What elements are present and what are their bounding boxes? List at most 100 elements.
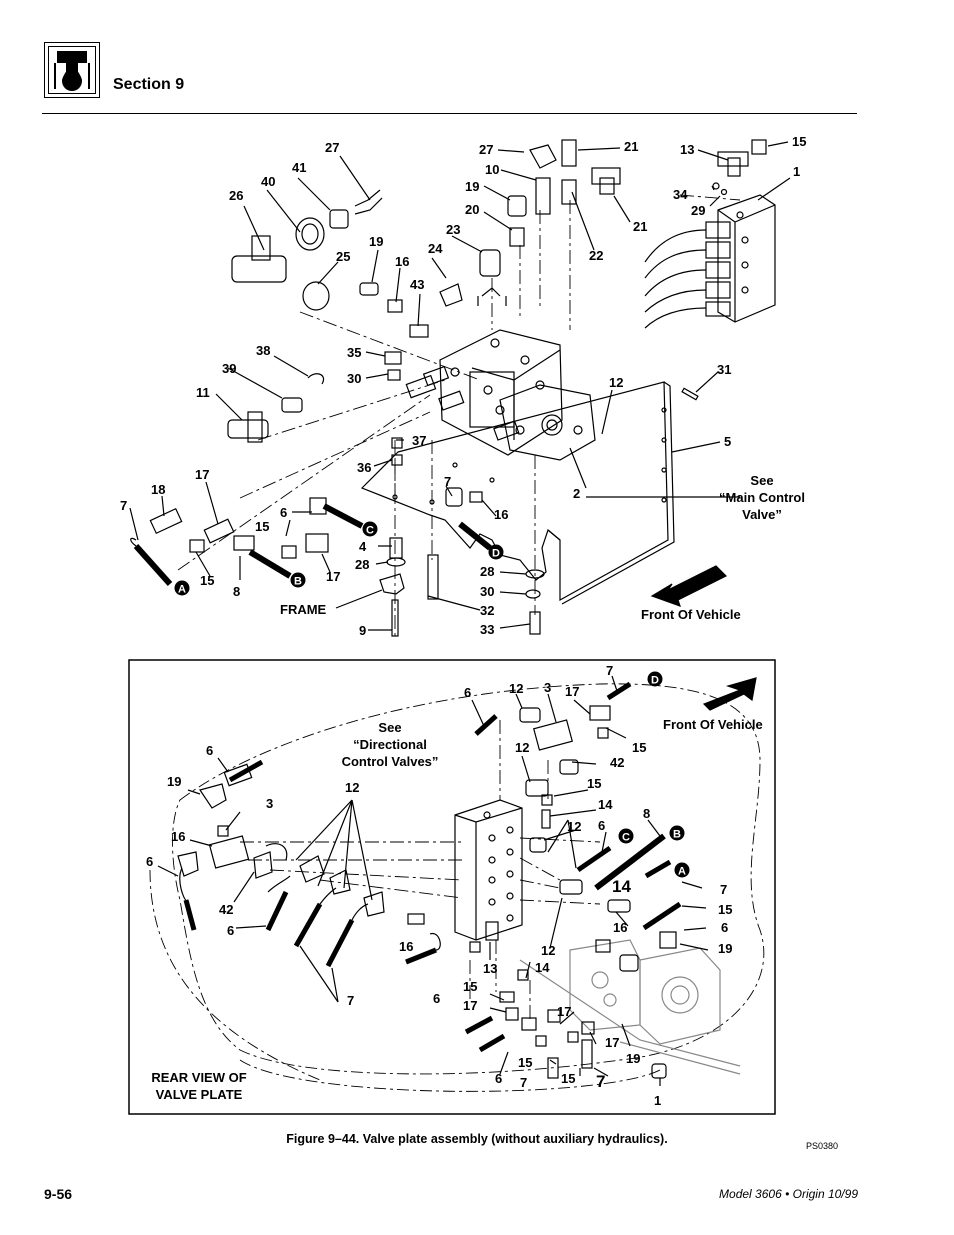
bcallout-17b: 17 <box>463 998 477 1013</box>
top-marker-a: A <box>174 580 190 596</box>
top-main-valve <box>499 384 596 461</box>
callout-2: 2 <box>573 486 580 501</box>
model-info: Model 3606 • Origin 10/99 <box>719 1187 858 1201</box>
bcallout-12d: 12 <box>567 819 581 834</box>
bottom-hose-6d <box>265 890 289 932</box>
bcallout-12e: 12 <box>541 943 555 958</box>
bcallout-14a: 14 <box>598 797 613 812</box>
bottom-hose-6a <box>228 759 264 783</box>
section-logo <box>44 42 100 98</box>
callout-17a: 17 <box>195 467 209 482</box>
bcallout-15b: 15 <box>587 776 601 791</box>
svg-text:C: C <box>366 525 374 537</box>
top-solenoid-block <box>717 194 776 323</box>
bcallout-8: 8 <box>643 806 650 821</box>
callout-21a: 21 <box>624 139 638 154</box>
bcallout-15d: 15 <box>463 979 477 994</box>
figure-caption: Figure 9–44. Valve plate assembly (witho… <box>286 1132 668 1146</box>
bottom-hose-7b <box>642 901 682 931</box>
svg-text:B: B <box>673 829 681 841</box>
callout-40: 40 <box>261 174 275 189</box>
callout-34: 34 <box>673 187 688 202</box>
callout-28a: 28 <box>355 557 369 572</box>
bcallout-7c: 7 <box>347 993 354 1008</box>
callout-30b: 30 <box>480 584 494 599</box>
callout-7a: 7 <box>120 498 127 513</box>
top-hose-b <box>248 549 292 579</box>
see-main-control-1: See <box>750 473 773 488</box>
callout-4: 4 <box>359 539 367 554</box>
bcallout-15a: 15 <box>632 740 646 755</box>
bottom-valve-plate <box>454 799 523 941</box>
bottom-front-arrow <box>702 677 757 711</box>
bcallout-19a: 19 <box>167 774 181 789</box>
bcallout-15c: 15 <box>718 902 732 917</box>
callout-18: 18 <box>151 482 165 497</box>
callout-5: 5 <box>724 434 731 449</box>
callout-17b: 17 <box>326 569 340 584</box>
bcallout-6c: 6 <box>146 854 153 869</box>
top-hose-a <box>133 543 173 587</box>
bcallout-12a: 12 <box>509 681 523 696</box>
bcallout-17c: 17 <box>557 1004 571 1019</box>
bcallout-14b: 14 <box>612 877 631 896</box>
callout-27b: 27 <box>479 142 493 157</box>
tee-26 <box>231 255 287 283</box>
callout-25: 25 <box>336 249 350 264</box>
callout-16a: 16 <box>395 254 409 269</box>
bcallout-6h: 6 <box>495 1071 502 1086</box>
callout-16b: 16 <box>494 507 508 522</box>
callout-12: 12 <box>609 375 623 390</box>
bcallout-15e: 15 <box>518 1055 532 1070</box>
bottom-hose-a <box>644 859 672 879</box>
callout-32: 32 <box>480 603 494 618</box>
section-title: Section 9 <box>113 76 185 93</box>
callout-29: 29 <box>691 203 705 218</box>
bcallout-42a: 42 <box>219 902 233 917</box>
front-of-vehicle-bottom: Front Of Vehicle <box>663 717 763 732</box>
top-hose-c <box>322 503 364 529</box>
callout-33: 33 <box>480 622 494 637</box>
callout-1: 1 <box>793 164 800 179</box>
top-marker-d: D <box>488 544 504 560</box>
top-front-arrow <box>650 565 728 607</box>
bottom-plate-ports <box>483 811 514 922</box>
bcallout-7e: 7 <box>596 1072 605 1091</box>
callout-20: 20 <box>465 202 479 217</box>
callout-22: 22 <box>589 248 603 263</box>
svg-text:A: A <box>178 584 186 596</box>
bottom-hose-d <box>606 681 632 701</box>
bottom-marker-d: D <box>647 671 663 687</box>
bcallout-12b: 12 <box>345 780 359 795</box>
callout-7b: 7 <box>444 474 451 489</box>
bcallout-7d: 7 <box>520 1075 527 1090</box>
see-directional-3: Control Valves” <box>342 754 439 769</box>
callout-23: 23 <box>446 222 460 237</box>
see-main-control-3: Valve” <box>742 507 782 522</box>
top-directional-valve <box>439 329 563 456</box>
callout-35: 35 <box>347 345 361 360</box>
svg-text:A: A <box>678 866 686 878</box>
callout-43: 43 <box>410 277 424 292</box>
bcallout-13: 13 <box>483 961 497 976</box>
see-directional-2: “Directional <box>353 737 427 752</box>
callout-26: 26 <box>229 188 243 203</box>
callout-15c: 15 <box>200 573 214 588</box>
top-marker-c: C <box>362 521 378 537</box>
bcallout-14c: 14 <box>535 960 550 975</box>
bottom-hose-6e <box>293 902 323 948</box>
top-marker-b: B <box>290 572 306 588</box>
bottom-hose-6i <box>478 1033 506 1053</box>
bottom-marker-a: A <box>674 862 690 878</box>
callout-10: 10 <box>485 162 499 177</box>
callout-39: 39 <box>222 361 236 376</box>
bcallout-6a: 6 <box>464 685 471 700</box>
figure-id: PS0380 <box>806 1141 838 1151</box>
bcallout-6b: 6 <box>206 743 213 758</box>
bcallout-19b: 19 <box>718 941 732 956</box>
front-of-vehicle-top: Front Of Vehicle <box>641 607 741 622</box>
bcallout-16c: 16 <box>399 939 413 954</box>
callout-19a: 19 <box>369 234 383 249</box>
callout-37: 37 <box>412 433 426 448</box>
bottom-hose-6g <box>405 947 437 965</box>
